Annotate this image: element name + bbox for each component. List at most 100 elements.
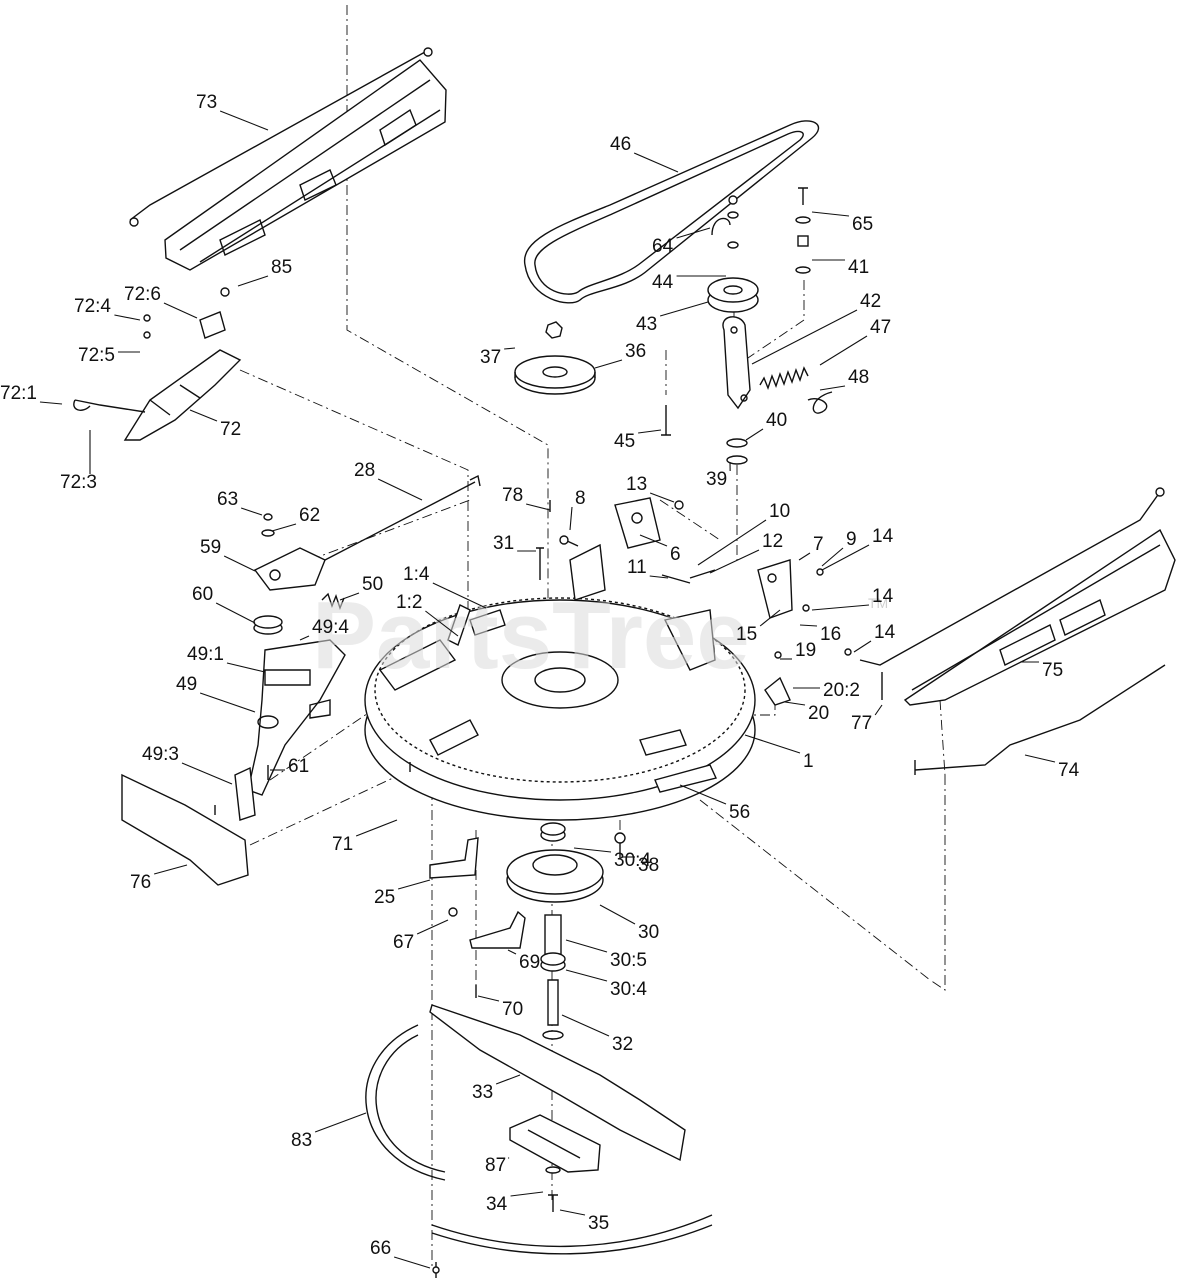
callout-leader — [495, 1074, 521, 1085]
callout-leader — [599, 904, 636, 925]
part-7-bracket — [757, 559, 793, 619]
callout-label: 59 — [200, 537, 221, 558]
callout-label: 62 — [299, 505, 320, 526]
callout-label: 8 — [575, 488, 586, 509]
callout-leader — [314, 1112, 367, 1133]
callout-label: 63 — [217, 489, 238, 510]
callout-label: 33 — [472, 1082, 493, 1103]
part-59-bracket — [253, 547, 326, 591]
callout-label: 49 — [176, 674, 197, 695]
callout-label: 75 — [1042, 660, 1063, 681]
callout-label: 36 — [625, 341, 646, 362]
part-28-rod — [324, 474, 481, 561]
callout-leader — [819, 385, 846, 391]
callout-label: 10 — [769, 501, 790, 522]
part-72-deflector-arm — [73, 287, 242, 441]
callout-label: 14 — [872, 526, 894, 547]
callout-leader — [507, 949, 517, 955]
callout-leader — [784, 701, 806, 706]
callout-leader — [504, 347, 516, 350]
part-30-4-bearing-upper — [540, 822, 566, 842]
part-43-idler-pulley — [707, 277, 759, 313]
callout-label: 39 — [706, 469, 727, 490]
callout-label: 15 — [736, 624, 757, 645]
callout-label: 30 — [638, 922, 659, 943]
part-25-bracket — [429, 837, 479, 879]
part-46-belt — [523, 120, 820, 304]
callout-label: 67 — [393, 932, 414, 953]
callout-leader — [799, 624, 818, 627]
part-75-rail — [859, 487, 1176, 706]
part-20-bracket — [764, 676, 791, 706]
callout-leader — [594, 359, 623, 369]
callout-label: 69 — [519, 952, 540, 973]
part-50-spring — [321, 592, 345, 611]
callout-leader — [561, 1014, 610, 1037]
callout-label: 12 — [762, 531, 783, 552]
callout-label: 66 — [370, 1238, 391, 1259]
callout-label: 19 — [795, 640, 816, 661]
part-48-hook — [807, 391, 833, 414]
callout-label: 37 — [480, 347, 501, 368]
callout-leader — [240, 507, 263, 516]
callout-label: 64 — [652, 236, 674, 257]
part-87-plate — [509, 1114, 601, 1173]
callout-leader — [181, 762, 233, 785]
part-64-hook — [711, 217, 731, 236]
part-69-bracket — [469, 910, 526, 949]
part-36-pulley — [514, 355, 596, 395]
callout-leader — [874, 704, 883, 716]
callout-label: 44 — [652, 272, 674, 293]
callout-label: 76 — [130, 872, 151, 893]
callout-leader — [745, 428, 764, 441]
callout-leader — [299, 635, 310, 641]
callout-label: 72:6 — [124, 284, 161, 305]
callout-label: 1:4 — [403, 564, 430, 585]
callout-leader — [659, 301, 709, 317]
callout-leader — [377, 478, 423, 501]
callout-leader — [821, 544, 870, 571]
callout-label: 30:5 — [610, 950, 647, 971]
callout-label: 14 — [874, 622, 896, 643]
part-34-35-bolt — [545, 1166, 561, 1212]
callout-label: 13 — [626, 474, 647, 495]
callout-label: 9 — [846, 529, 857, 550]
callout-leader — [649, 575, 669, 579]
callout-leader — [215, 602, 256, 624]
callout-label: 30:4 — [610, 979, 647, 1000]
callout-leader — [709, 549, 760, 574]
callout-label: 78 — [502, 485, 523, 506]
small-hardware — [409, 500, 883, 998]
callout-label: 38 — [638, 855, 659, 876]
callout-leader — [223, 555, 256, 572]
callout-label: 72 — [220, 419, 241, 440]
callout-label: 65 — [852, 214, 873, 235]
part-60-bushing — [253, 615, 283, 635]
callout-leader — [199, 692, 256, 713]
callout-leader — [1024, 754, 1056, 763]
callout-label: 6 — [670, 544, 681, 565]
part-32-spindle — [542, 979, 564, 1040]
callout-leader — [565, 969, 608, 982]
callout-label: 25 — [374, 887, 395, 908]
callout-label: 47 — [870, 317, 891, 338]
callout-leader — [676, 227, 711, 239]
callout-leader — [163, 302, 198, 319]
callout-leader — [565, 939, 608, 953]
callout-leader — [189, 409, 218, 422]
callout-label: 85 — [271, 257, 292, 278]
callout-leader — [633, 152, 679, 173]
callout-label: 72:3 — [60, 472, 97, 493]
callout-leader — [432, 582, 487, 609]
callout-label: 34 — [486, 1194, 508, 1215]
callout-label: 1 — [803, 751, 814, 772]
callout-leader — [477, 995, 500, 1002]
part-33-blade — [429, 1004, 686, 1162]
callout-label: 60 — [192, 584, 213, 605]
part-74-rod — [914, 664, 1166, 775]
callout-label: 7 — [813, 534, 824, 555]
callout-leader — [819, 335, 868, 366]
callout-label: 42 — [860, 291, 881, 312]
callout-label: 20 — [808, 703, 829, 724]
